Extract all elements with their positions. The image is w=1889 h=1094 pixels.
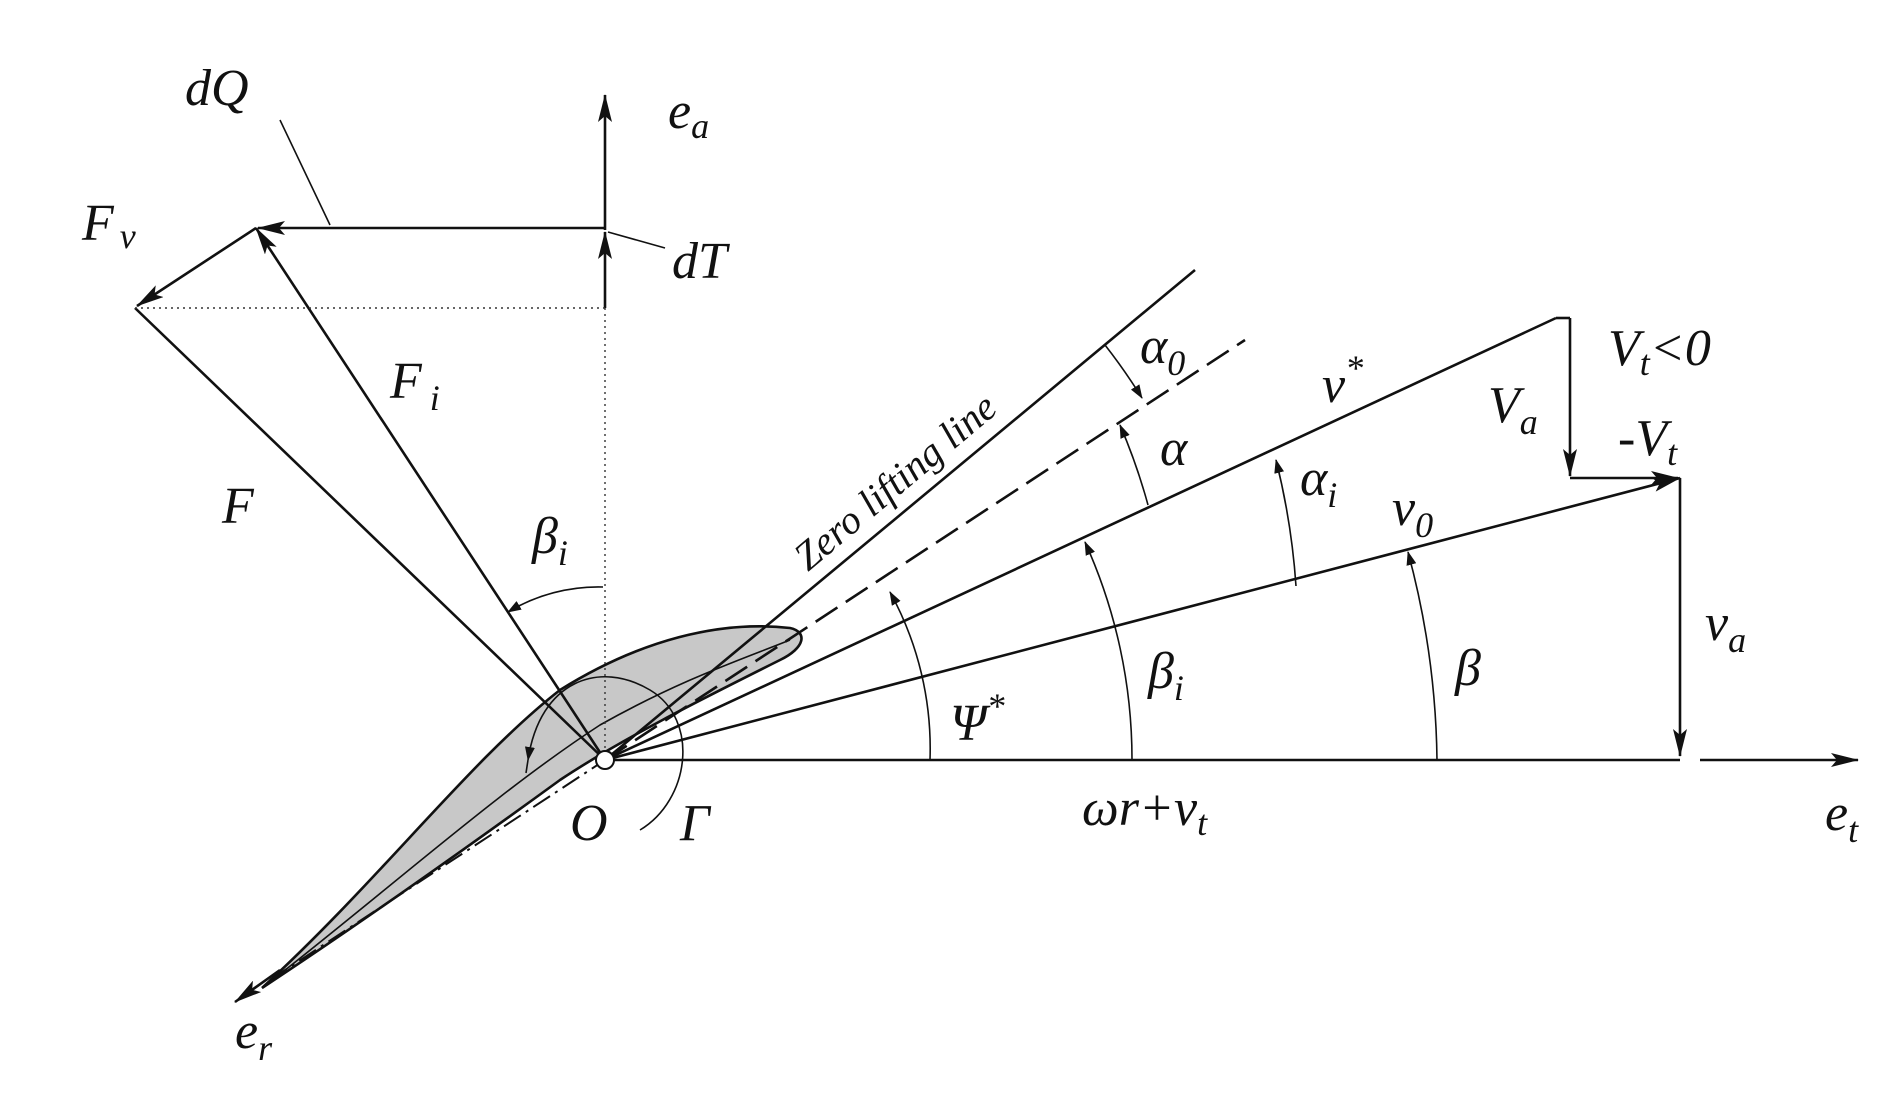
dT-label: dT <box>672 233 730 290</box>
F-label: F <box>221 478 255 535</box>
dQ-leader <box>279 119 331 226</box>
gamma-circulation-arc <box>524 676 684 831</box>
gamma-tail <box>525 759 529 774</box>
zero-lifting-line-label: Zero lifting line <box>785 384 1005 579</box>
vstar-line <box>604 316 1557 762</box>
et-label: et <box>1825 785 1859 850</box>
airfoil-section <box>261 625 803 990</box>
er-label: er <box>235 1003 273 1068</box>
Fi-vector <box>254 227 607 761</box>
origin-label: O <box>570 795 608 852</box>
v0-line <box>604 476 1681 762</box>
alpha0-arc <box>1104 344 1143 399</box>
dT-leader <box>607 231 666 249</box>
zero-lifting-line <box>604 268 1196 762</box>
alpha-dashed-line <box>604 338 1246 762</box>
betai-upper-arc <box>507 586 604 613</box>
alpha-arc <box>1119 424 1149 506</box>
origin-point <box>595 750 615 770</box>
Fv-arrow <box>136 226 257 308</box>
va-label: va <box>1705 595 1746 660</box>
dQ-label: dQ <box>185 60 249 117</box>
betai-lower-arc <box>1084 541 1133 761</box>
psistar-arc <box>889 591 931 761</box>
v0-label: v0 <box>1392 480 1433 545</box>
Vt-condition-label: Vt<0 <box>1608 320 1711 383</box>
Va-label: Va <box>1488 377 1538 442</box>
alpha0-label: α0 <box>1140 318 1185 383</box>
ea-label: ea <box>668 83 709 146</box>
psistar-label: Ψ* <box>950 686 1005 752</box>
minus-Vt-label: -Vt <box>1618 410 1678 473</box>
vstar-label: v* <box>1322 348 1363 414</box>
beta-label: β <box>1454 640 1481 697</box>
camber-line <box>269 639 791 983</box>
betai-upper-label: βi <box>531 508 568 573</box>
chord-dashdot-line <box>269 759 606 981</box>
omega-r-label: ωr+vt <box>1082 780 1208 843</box>
beta-arc <box>1406 551 1438 761</box>
gamma-label: Γ <box>679 795 712 852</box>
er-axis-arrow <box>234 968 281 1004</box>
alphai-arc <box>1274 459 1297 587</box>
betai-lower-label: βi <box>1147 643 1184 708</box>
F-vector <box>134 307 606 761</box>
alpha-label: α <box>1160 420 1189 477</box>
alphai-label: αi <box>1300 450 1337 515</box>
